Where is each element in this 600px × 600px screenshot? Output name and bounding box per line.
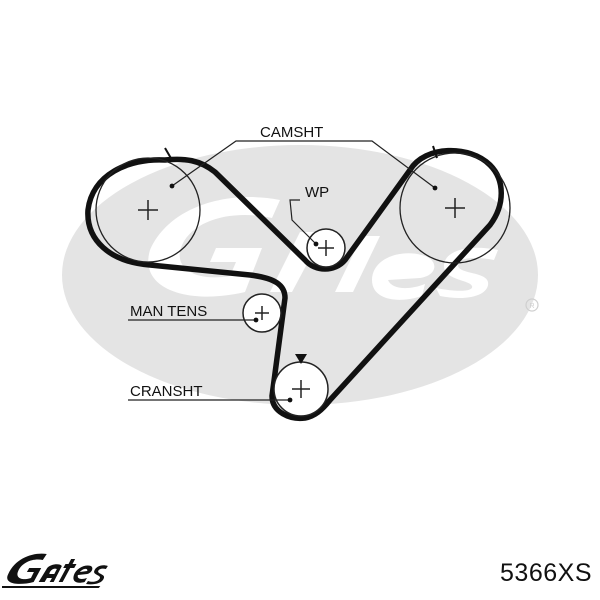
crankshaft-label: CRANSHT: [130, 383, 203, 400]
part-number: 5366XS: [500, 559, 592, 587]
water-pump-pulley: [306, 228, 346, 268]
camshaft-pulley-right: [399, 145, 511, 264]
camshaft-pulley-left: [95, 147, 201, 263]
leader-dots: [169, 183, 438, 403]
crankshaft-pulley: [273, 354, 329, 417]
gates-logo: [2, 553, 108, 588]
crank-timing-mark: [295, 354, 307, 364]
camshaft-label: CAMSHT: [260, 124, 323, 141]
timing-belt: [85, 147, 504, 422]
manual-tensioner-label: MAN TENS: [130, 303, 207, 320]
gates-watermark: R: [62, 145, 539, 405]
timing-mark-right: [432, 145, 438, 159]
water-pump-label: WP: [305, 184, 329, 201]
tensioner-pulley: [242, 293, 282, 333]
svg-text:R: R: [529, 303, 534, 310]
timing-mark-left: [164, 147, 173, 161]
leader-lines: [128, 140, 436, 401]
